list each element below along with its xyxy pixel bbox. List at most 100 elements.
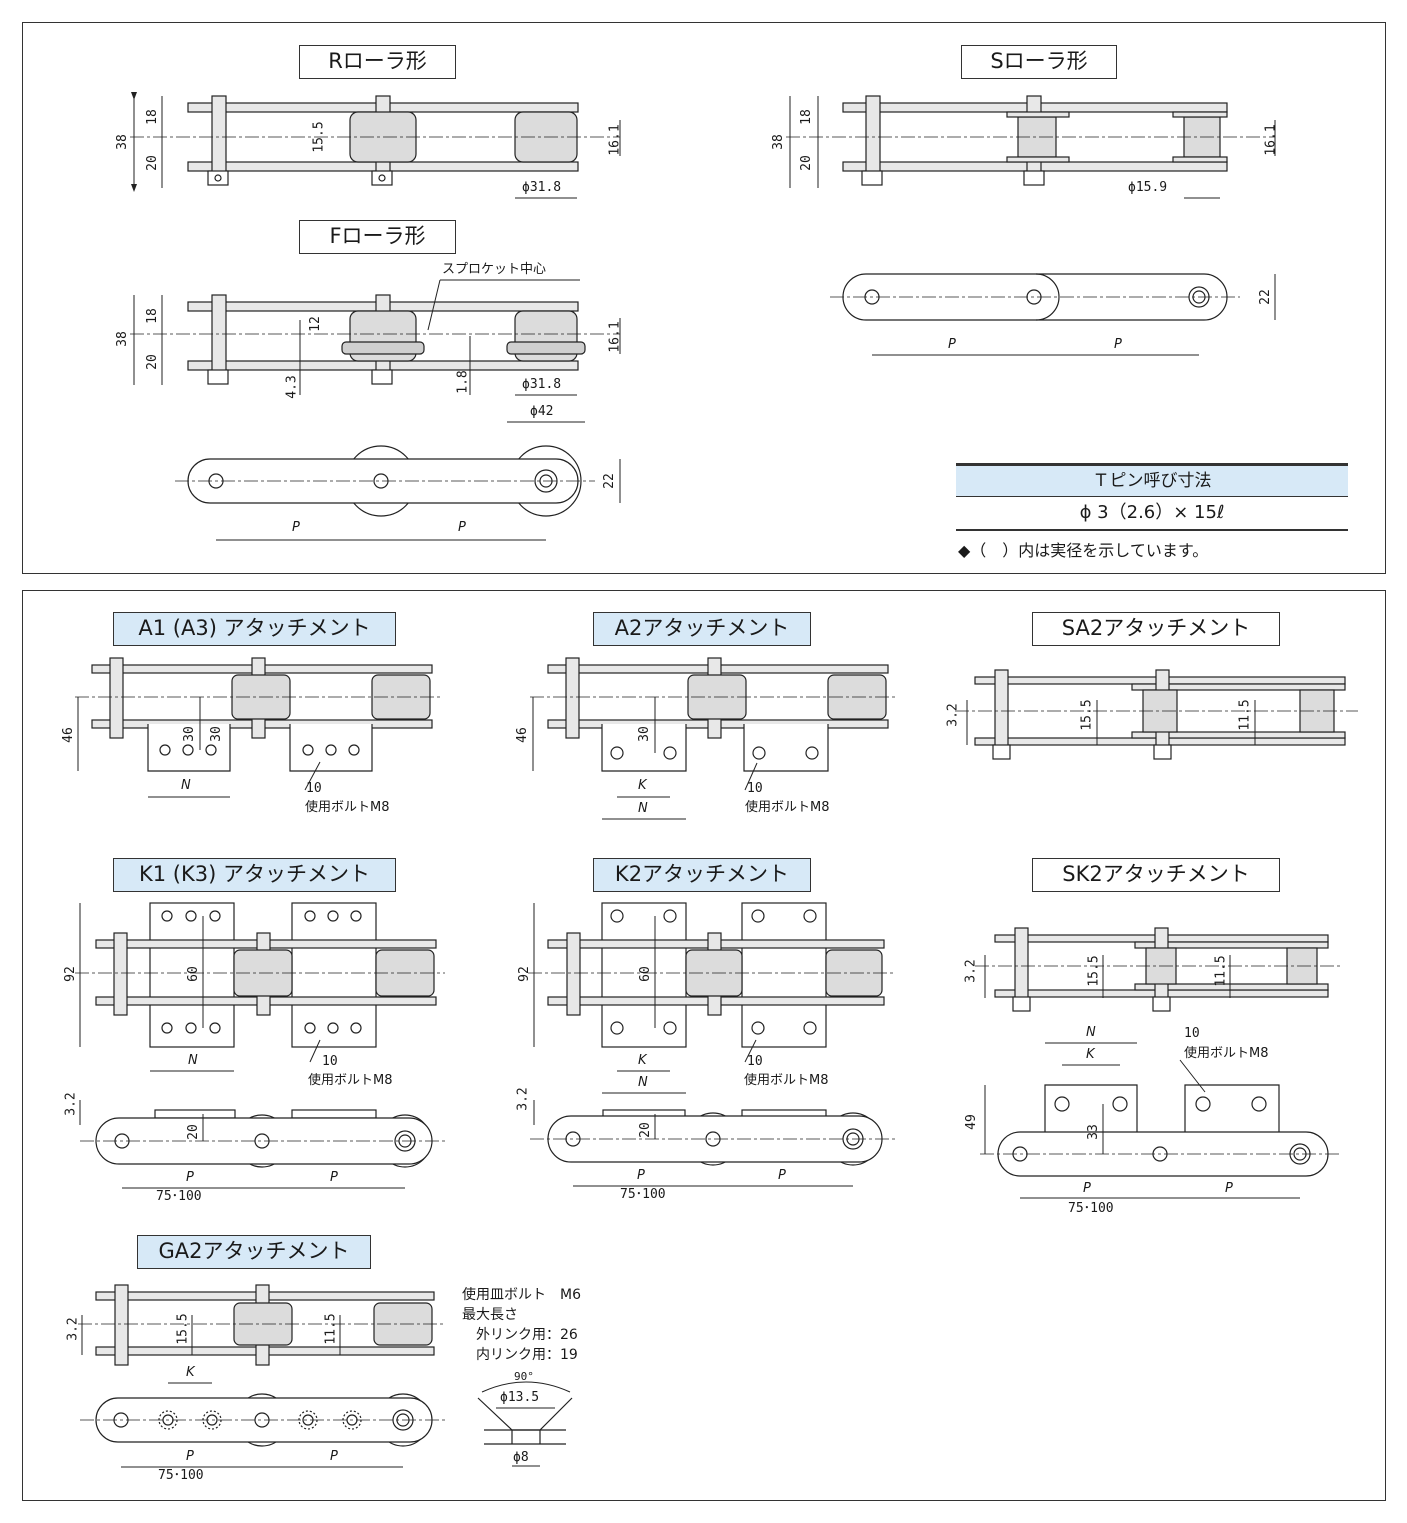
- dim-p: P: [778, 1168, 786, 1183]
- dim-3-2: 3.2: [63, 1092, 79, 1116]
- dim-phi15-9: ϕ15.9: [1128, 180, 1168, 195]
- k1-drawing: [75, 902, 445, 1072]
- title-sk2: SK2アタッチメント: [1032, 858, 1280, 892]
- dim-p: P: [1114, 337, 1122, 352]
- title-s-roller: Sローラ形: [961, 45, 1117, 79]
- ga2-note-line3: 外リンク用：26: [476, 1327, 578, 1343]
- tpin-table: Ｔピン呼び寸法 ϕ 3（2.6）× 15ℓ ◆（ ）内は実径を示しています。: [956, 463, 1348, 561]
- dim-n: N: [181, 778, 191, 793]
- dim-p: P: [292, 520, 300, 535]
- dim-92: 92: [62, 966, 78, 982]
- dim-n: N: [188, 1053, 198, 1068]
- sa2-drawing: [955, 669, 1358, 760]
- sk2-side-view: [980, 1042, 1340, 1199]
- dim-49: 49: [963, 1114, 979, 1130]
- dim-15-5: 15.5: [1086, 955, 1102, 987]
- tpin-header: Ｔピン呼び寸法: [956, 463, 1348, 497]
- dim-15-5: 15.5: [1079, 699, 1095, 731]
- dim-p: P: [1083, 1181, 1091, 1196]
- dim-k: K: [1086, 1047, 1095, 1062]
- k1-side-view: [79, 1100, 445, 1189]
- dim-pitch: 75･100: [620, 1187, 666, 1202]
- k2-drawing: [528, 902, 895, 1094]
- dim-16-1: 16.1: [1263, 124, 1279, 156]
- dim-4-3: 4.3: [284, 375, 300, 399]
- dim-11-5: 11.5: [1237, 699, 1253, 731]
- dim-22: 22: [601, 473, 617, 489]
- dim-10: 10: [322, 1054, 338, 1069]
- dim-n: N: [638, 1075, 648, 1090]
- dim-1-8: 1.8: [455, 370, 471, 394]
- dim-pitch: 75･100: [1068, 1201, 1114, 1216]
- dim-pitch: 75･100: [158, 1468, 204, 1483]
- ga2-side-view: [80, 1393, 445, 1468]
- dim-k: K: [638, 1053, 647, 1068]
- dim-phi31-8: ϕ31.8: [522, 377, 562, 392]
- label-bolt-m8: 使用ボルトM8: [308, 1073, 393, 1088]
- ga2-note-line4: 内リンク用：19: [476, 1347, 578, 1363]
- dim-10: 10: [1184, 1026, 1200, 1041]
- dim-60: 60: [637, 966, 653, 982]
- label-bolt-m8: 使用ボルトM8: [745, 800, 830, 815]
- dim-p: P: [948, 337, 956, 352]
- dim-20: 20: [798, 155, 814, 171]
- dim-n: N: [638, 801, 648, 816]
- f-roller-side-view: [175, 445, 621, 541]
- dim-92: 92: [516, 966, 532, 982]
- dim-33: 33: [1085, 1124, 1101, 1140]
- dim-p: P: [330, 1170, 338, 1185]
- dim-18: 18: [144, 109, 160, 125]
- ga2-note-line1: 使用皿ボルト M6: [462, 1287, 581, 1303]
- dim-12: 12: [307, 316, 323, 332]
- title-k2: K2アタッチメント: [593, 858, 811, 892]
- dim-pitch: 75･100: [156, 1189, 202, 1204]
- dim-3-2: 3.2: [945, 703, 961, 727]
- dim-p: P: [637, 1168, 645, 1183]
- dim-15-5: 15.5: [311, 121, 327, 153]
- dim-20: 20: [144, 155, 160, 171]
- dim-38: 38: [770, 134, 786, 150]
- dim-10: 10: [747, 781, 763, 796]
- label-bolt-m8: 使用ボルトM8: [1184, 1046, 1269, 1061]
- f-roller-drawing: [130, 279, 621, 423]
- dim-16-1: 16.1: [607, 321, 623, 353]
- dim-phi13-5: ϕ13.5: [500, 1390, 540, 1405]
- dim-phi42: ϕ42: [530, 404, 554, 419]
- title-a1: A1 (A3) アタッチメント: [113, 612, 396, 646]
- label-sprocket-center: スプロケット中心: [442, 262, 547, 277]
- dim-p: P: [186, 1449, 194, 1464]
- dim-22: 22: [1257, 289, 1273, 305]
- tpin-note: ◆（ ）内は実径を示しています。: [958, 541, 1209, 560]
- title-r-roller: Rローラ形: [299, 45, 456, 79]
- ga2-drawing: [78, 1284, 445, 1384]
- dim-p: P: [1225, 1181, 1233, 1196]
- dim-phi8: ϕ8: [513, 1450, 529, 1465]
- a1-drawing: [75, 657, 440, 798]
- dim-10: 10: [747, 1054, 763, 1069]
- title-ga2: GA2アタッチメント: [137, 1235, 371, 1269]
- a2-drawing: [530, 657, 895, 820]
- dim-38: 38: [114, 331, 130, 347]
- dim-phi31-8: ϕ31.8: [522, 180, 562, 195]
- label-bolt-m8: 使用ボルトM8: [305, 800, 390, 815]
- title-a2: A2アタッチメント: [593, 612, 811, 646]
- dim-15-5: 15.5: [175, 1313, 191, 1345]
- r-roller-drawing: [130, 92, 621, 199]
- dim-46: 46: [514, 727, 530, 743]
- dim-60: 60: [185, 966, 201, 982]
- ga2-countersink-detail: [477, 1381, 573, 1467]
- dim-16-1: 16.1: [607, 124, 623, 156]
- sk2-drawing: [975, 927, 1340, 1012]
- dim-18: 18: [798, 109, 814, 125]
- s-roller-side-view: [830, 273, 1276, 356]
- dim-p: P: [186, 1170, 194, 1185]
- k2-side-view: [530, 1100, 895, 1187]
- dim-18: 18: [144, 308, 160, 324]
- dim-20: 20: [185, 1124, 201, 1140]
- dim-20: 20: [144, 354, 160, 370]
- dim-46: 46: [60, 727, 76, 743]
- title-k1: K1 (K3) アタッチメント: [113, 858, 396, 892]
- dim-3-2: 3.2: [963, 959, 979, 983]
- tpin-value: ϕ 3（2.6）× 15ℓ: [956, 497, 1348, 531]
